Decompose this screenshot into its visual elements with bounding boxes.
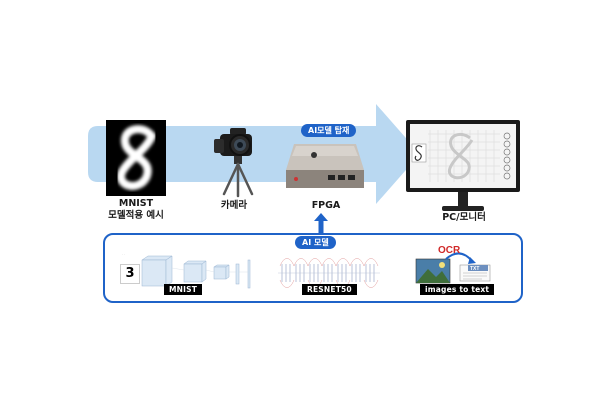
stage-caption-line: 모델적용 예시 bbox=[108, 210, 164, 221]
ai-model-title: AI 모델 bbox=[295, 236, 336, 249]
stage-caption-camera: 카메라 bbox=[206, 200, 262, 212]
up-arrow-icon bbox=[314, 213, 328, 235]
resnet50-network-diagram bbox=[278, 258, 380, 288]
ocr-label: OCR bbox=[438, 245, 461, 256]
camera-image bbox=[214, 128, 254, 198]
mnist-input-digit: 3 bbox=[120, 264, 140, 284]
resnet50-model-label: RESNET50 bbox=[302, 284, 357, 295]
mnist-network-diagram bbox=[141, 255, 251, 289]
stage-caption-line: MNIST bbox=[118, 198, 154, 209]
stage-caption-line: 카메라 bbox=[220, 200, 248, 211]
mnist-model-label: MNIST bbox=[164, 284, 203, 295]
fpga-board-image bbox=[286, 144, 364, 188]
stage-caption-line: PC/모니터 bbox=[442, 212, 486, 223]
ocr-illustration bbox=[415, 252, 491, 284]
stage-caption-fpga: FPGA bbox=[296, 200, 356, 212]
arrow-label-badge: AI모델 탑재 bbox=[301, 124, 357, 137]
images-to-text-model-label: images to text bbox=[420, 284, 495, 295]
monitor-image bbox=[406, 120, 520, 211]
stage-caption-monitor: PC/모니터 bbox=[424, 212, 504, 224]
stage-caption-mnist: MNIST 모델적용 예시 bbox=[100, 198, 172, 222]
mnist-digit-image bbox=[106, 120, 166, 196]
stage-caption-line: FPGA bbox=[311, 200, 341, 211]
txt-label: TXT bbox=[470, 266, 480, 272]
